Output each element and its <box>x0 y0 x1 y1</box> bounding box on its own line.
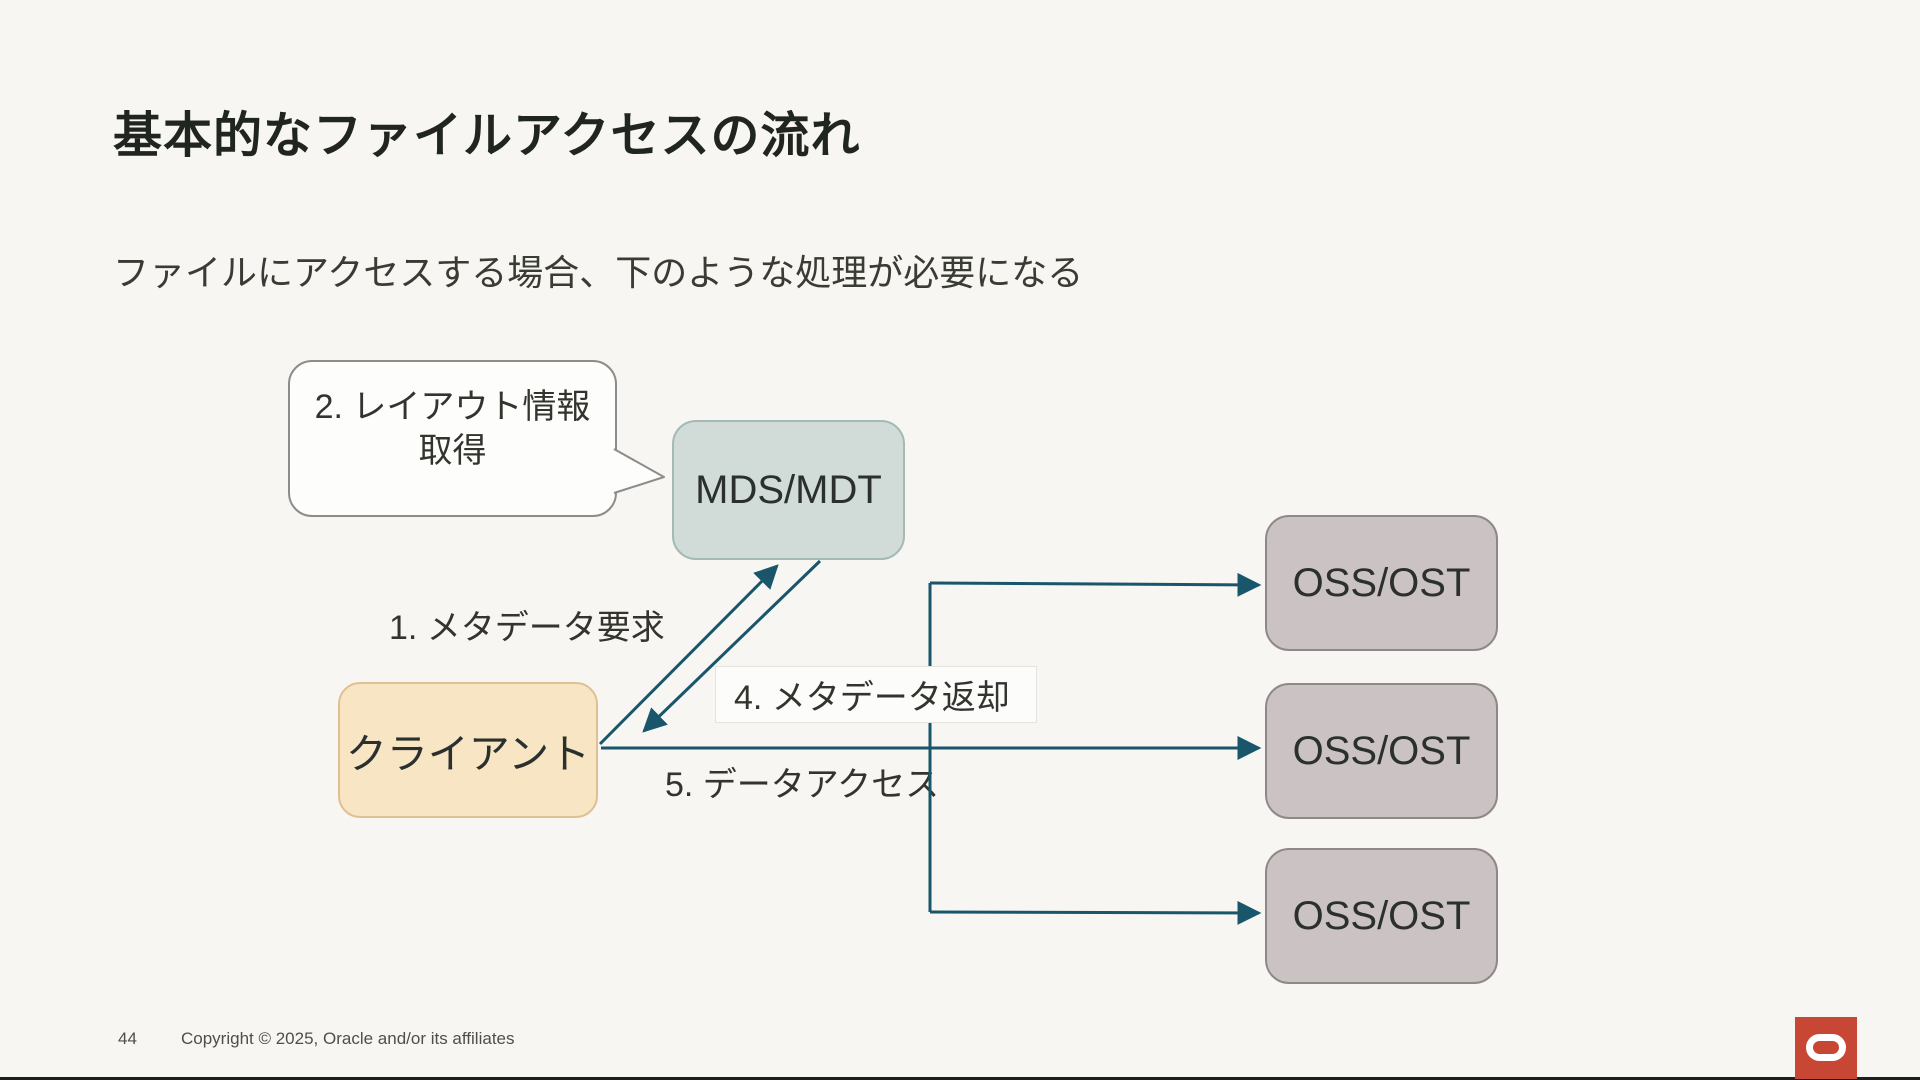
step4-label: 4. メタデータ返却 <box>715 666 1037 723</box>
oss-label-2: OSS/OST <box>1292 728 1471 773</box>
mds-label: MDS/MDT <box>695 467 882 512</box>
mds-node: MDS/MDT <box>672 420 905 560</box>
slide-title: 基本的なファイルアクセスの流れ <box>113 109 861 163</box>
oracle-logo-icon <box>1795 1017 1857 1079</box>
step4-text: 4. メタデータ返却 <box>734 679 1010 717</box>
client-label: クライアント <box>345 731 591 777</box>
layout-info-callout: 2. レイアウト情報 取得 <box>288 360 617 517</box>
oss-bottom-arrow <box>929 900 1262 925</box>
copyright-text: Copyright © 2025, Oracle and/or its affi… <box>181 1029 515 1048</box>
callout-line1: 2. レイアウト情報 <box>314 387 591 426</box>
step5-label: 5. データアクセス <box>665 766 940 804</box>
oss-node-1: OSS/OST <box>1265 515 1498 651</box>
callout-line2: 取得 <box>418 431 487 470</box>
page-number: 44 <box>118 1029 137 1048</box>
callout-tail <box>613 448 665 494</box>
oss-label-3: OSS/OST <box>1292 893 1471 938</box>
oss-node-2: OSS/OST <box>1265 683 1498 819</box>
slide-subtitle: ファイルにアクセスする場合、下のような処理が必要になる <box>113 252 1084 293</box>
slide-bottom-edge <box>0 1077 1920 1080</box>
oracle-ring-icon <box>1806 1034 1846 1061</box>
client-node: クライアント <box>338 682 598 818</box>
step1-label: 1. メタデータ要求 <box>389 609 665 647</box>
oss-label-1: OSS/OST <box>1292 560 1471 605</box>
oss-node-3: OSS/OST <box>1265 848 1498 984</box>
oss-top-arrow <box>929 572 1262 597</box>
